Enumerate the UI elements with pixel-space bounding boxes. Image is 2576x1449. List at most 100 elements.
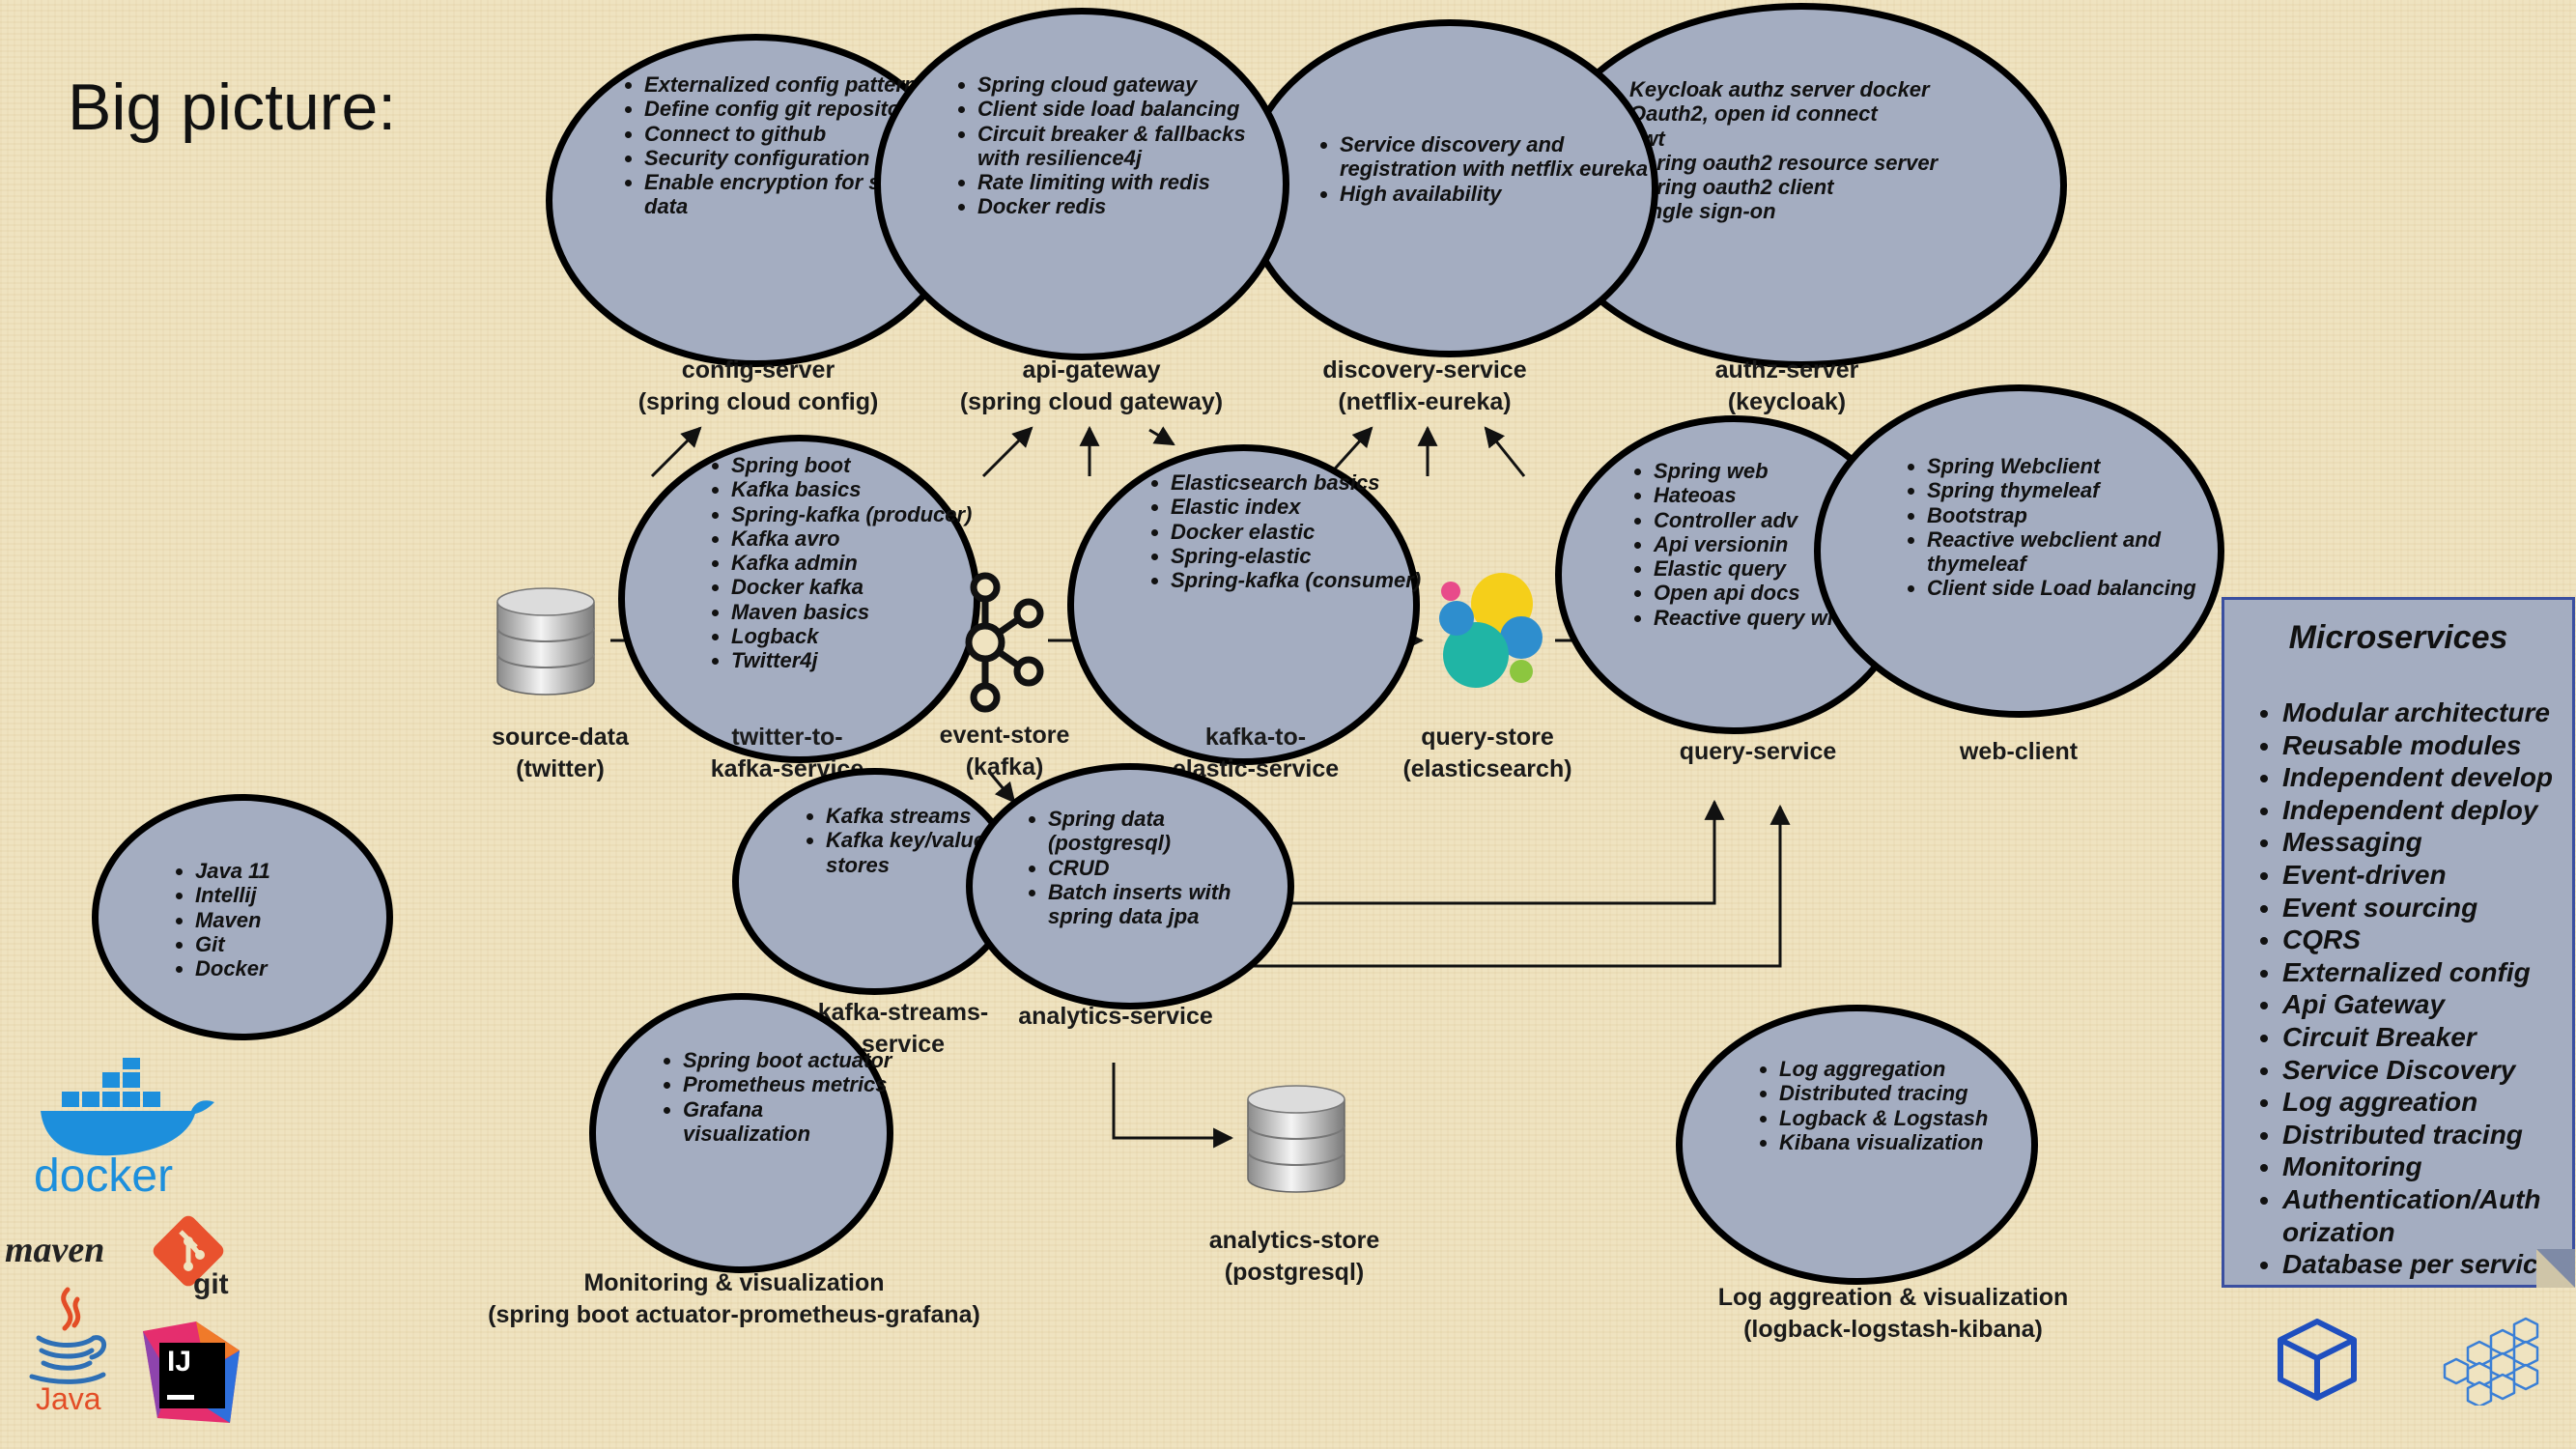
feature-item: Reactive webclient and thymeleaf bbox=[1927, 527, 2217, 577]
intellij-wordmark: IJ bbox=[167, 1346, 192, 1378]
feature-item: Log aggregation bbox=[1779, 1057, 2069, 1081]
microservices-item: Messaging bbox=[2282, 826, 2553, 859]
feature-item: Distributed tracing bbox=[1779, 1081, 2069, 1105]
twitter-to-kafka-feature-list: Spring boot Kafka basics Spring-kafka (p… bbox=[693, 453, 973, 673]
microservices-item: Api Gateway bbox=[2282, 988, 2553, 1021]
microservices-item: Monitoring bbox=[2282, 1151, 2553, 1183]
microservices-item: Reusable modules bbox=[2282, 729, 2553, 762]
feature-item: Kafka basics bbox=[731, 477, 973, 501]
feature-item: Define config git repository bbox=[644, 97, 963, 121]
microservices-item: Authentication/Authorization bbox=[2282, 1183, 2548, 1248]
microservices-item: Event sourcing bbox=[2282, 892, 2553, 924]
config-server-label: config-server (spring cloud config) bbox=[637, 356, 879, 415]
docker-logo: docker bbox=[29, 1054, 222, 1203]
kafka-streams-feature-list: Kafka streams Kafka key/value stores bbox=[787, 804, 1009, 877]
feature-item: Api versionin bbox=[1654, 532, 1943, 556]
docker-whale-icon bbox=[41, 1054, 214, 1156]
authz-server-feature-list: Keycloak authz server docker Oauth2, ope… bbox=[1591, 77, 2035, 224]
feature-item: Service discovery and registration with … bbox=[1340, 132, 1649, 182]
feature-item: Kafka streams bbox=[826, 804, 1009, 828]
microservices-title: Microservices bbox=[2288, 619, 2508, 656]
intellij-logo: IJ bbox=[138, 1321, 244, 1428]
discovery-service-bubble: Service discovery and registration with … bbox=[1241, 19, 1658, 357]
arrow-to-discovery-right bbox=[1484, 426, 1526, 477]
web-client-feature-list: Spring Webclient Spring thymeleaf Bootst… bbox=[1888, 454, 2217, 601]
page-fold-corner bbox=[2536, 1249, 2575, 1288]
feature-item: Docker kafka bbox=[731, 575, 973, 599]
java-logo: Java bbox=[24, 1285, 111, 1420]
java-wordmark: Java bbox=[36, 1381, 101, 1416]
feature-item: Spring oauth2 client bbox=[1629, 175, 1834, 200]
microservices-item: Independent develop bbox=[2282, 761, 2553, 794]
feature-item: CRUD bbox=[1048, 856, 1280, 880]
discovery-service-feature-list: Service discovery and registration with … bbox=[1301, 132, 1649, 206]
feature-item: Grafana visualization bbox=[683, 1097, 895, 1147]
git-diamond-icon bbox=[153, 1215, 224, 1287]
java-cup-icon bbox=[29, 1287, 107, 1384]
feature-item: Batch inserts with spring data jpa bbox=[1048, 880, 1280, 929]
arrow-to-gateway-left bbox=[981, 426, 1033, 478]
feature-item: Spring boot actuator bbox=[683, 1048, 895, 1072]
tools-list: Java 11 Intellij Maven Git Docker bbox=[156, 859, 369, 980]
feature-item: Security configuration bbox=[644, 146, 963, 170]
api-gateway-label: api-gateway (spring cloud gateway) bbox=[959, 356, 1224, 415]
feature-item: Circuit breaker & fallbacks with resilie… bbox=[977, 122, 1267, 171]
query-store-label: query-store (elasticsearch) bbox=[1402, 724, 1572, 782]
feature-item: Oauth2, open id connect bbox=[1629, 101, 1878, 127]
feature-item: Kafka key/value stores bbox=[826, 828, 1009, 877]
arrow-to-gateway-right bbox=[1148, 426, 1175, 446]
microservices-item: Independent deploy bbox=[2282, 794, 2553, 827]
feature-item: Client side Load balancing bbox=[1927, 576, 2217, 600]
feature-item: Prometheus metrics bbox=[683, 1072, 895, 1096]
analytics-service-bubble: Spring data (postgresql) CRUD Batch inse… bbox=[966, 763, 1294, 1009]
feature-item: Spring thymeleaf bbox=[1927, 478, 2217, 502]
tool-item: Java 11 bbox=[195, 859, 369, 883]
kafka-to-elastic-feature-list: Elasticsearch basics Elastic index Docke… bbox=[1132, 470, 1422, 592]
monitoring-label: Monitoring & visualization (spring boot … bbox=[488, 1269, 980, 1328]
arrow-analytics-to-query-a bbox=[1265, 799, 1725, 905]
arrow-event-to-streams bbox=[988, 772, 1016, 804]
feature-item: Bootstrap bbox=[1927, 503, 2217, 527]
microservices-item: Database per service bbox=[2282, 1248, 2553, 1281]
analytics-store-label: analytics-store (postgresql) bbox=[1208, 1227, 1380, 1286]
web-client-bubble: Spring Webclient Spring thymeleaf Bootst… bbox=[1814, 384, 2224, 718]
feature-item: Spring-kafka (producer) bbox=[731, 502, 973, 526]
feature-item: Logback bbox=[731, 624, 973, 648]
kafka-streams-service-label: kafka-streams- service bbox=[817, 999, 989, 1058]
feature-item: Kafka admin bbox=[731, 551, 973, 575]
feature-item: Spring web bbox=[1654, 459, 1943, 483]
docker-wordmark: docker bbox=[34, 1151, 174, 1202]
logging-bubble: Log aggregation Distributed tracing Logb… bbox=[1676, 1005, 2038, 1285]
feature-item: Elastic query bbox=[1654, 556, 1943, 581]
feature-item: Jwt bbox=[1629, 127, 2035, 151]
monitoring-bubble: Spring boot actuator Prometheus metrics … bbox=[589, 993, 893, 1273]
monolith-cube-icon bbox=[2278, 1319, 2357, 1401]
authz-server-label: authz-server (keycloak) bbox=[1714, 356, 1859, 415]
logging-label: Log aggreation & visualization (logback-… bbox=[1717, 1284, 2069, 1343]
analytics-service-label: analytics-service bbox=[1018, 1003, 1213, 1030]
microservices-item: Service Discovery bbox=[2282, 1054, 2553, 1087]
feature-item: Spring data (postgresql) bbox=[1048, 807, 1280, 856]
microservices-item: Modular architecture bbox=[2282, 696, 2553, 729]
feature-item: Spring cloud gateway bbox=[977, 72, 1267, 97]
microservices-item: Log aggreation bbox=[2282, 1086, 2553, 1119]
feature-item: Spring Webclient bbox=[1927, 454, 2217, 478]
feature-item: Elasticsearch basics bbox=[1171, 470, 1422, 495]
feature-item: Single sign-on bbox=[1629, 199, 1776, 224]
query-service-label: query-service bbox=[1679, 738, 1837, 765]
web-client-label: web-client bbox=[1959, 738, 2079, 765]
microservices-item: Distributed tracing bbox=[2282, 1119, 2553, 1151]
feature-item: Connect to github bbox=[644, 122, 963, 146]
intellij-frame-icon bbox=[143, 1321, 240, 1423]
feature-item: Spring-kafka (consumer) bbox=[1171, 568, 1422, 592]
feature-item: Rate limiting with redis bbox=[977, 170, 1267, 194]
feature-item: Client side load balancing bbox=[977, 97, 1267, 121]
feature-item: Hateoas bbox=[1654, 483, 1943, 507]
feature-item: High availability bbox=[1340, 182, 1649, 206]
maven-logo: maven bbox=[5, 1230, 105, 1270]
api-gateway-bubble: Spring cloud gateway Client side load ba… bbox=[874, 8, 1289, 360]
arrow-twitter-to-config bbox=[650, 426, 702, 478]
tool-item: Maven bbox=[195, 908, 369, 932]
feature-item: Maven basics bbox=[731, 600, 973, 624]
feature-item: Twitter4j bbox=[731, 648, 973, 672]
